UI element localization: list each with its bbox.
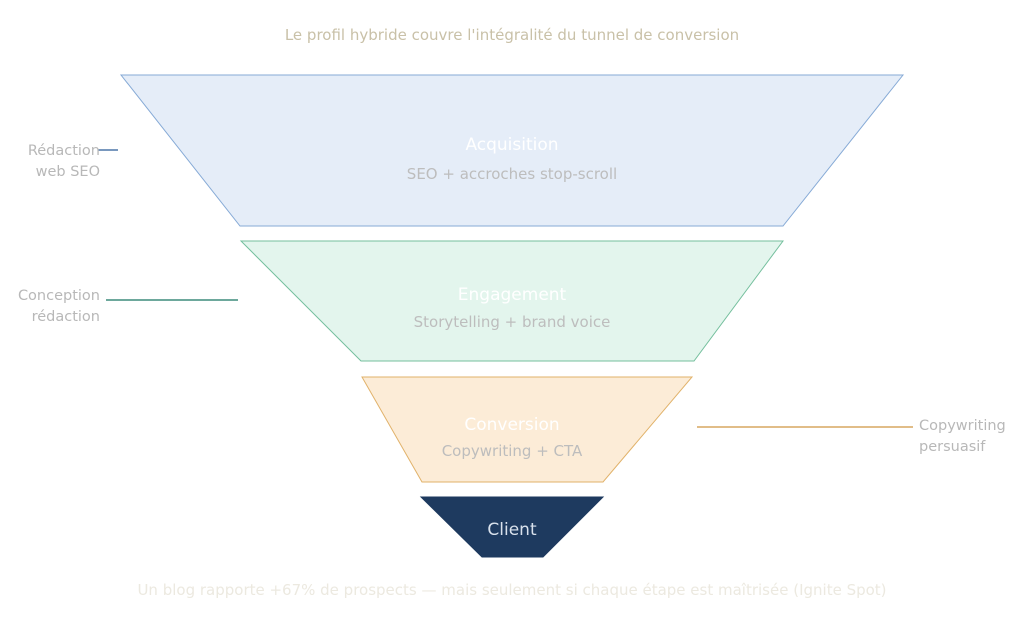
side-label-right-1-line2: persuasif xyxy=(919,439,986,455)
side-label-left-2-line2: rédaction xyxy=(32,309,100,325)
funnel-stage-conversion-subtitle: Copywriting + CTA xyxy=(442,442,583,460)
diagram-title: Le profil hybride couvre l'intégralité d… xyxy=(285,26,739,44)
funnel-stage-client xyxy=(419,496,605,558)
footnote: Un blog rapporte +67% de prospects — mai… xyxy=(137,581,886,599)
funnel-stage-engagement-title: Engagement xyxy=(458,285,567,305)
funnel-stage-engagement-subtitle: Storytelling + brand voice xyxy=(414,313,611,331)
side-label-left-1-line1: Rédaction xyxy=(28,143,100,159)
funnel-stage-acquisition-title: Acquisition xyxy=(465,135,558,155)
side-label-right-1-line1: Copywriting xyxy=(919,418,1006,434)
funnel-stage-conversion xyxy=(361,376,694,483)
funnel-stage-engagement xyxy=(239,240,784,362)
side-label-left-2-line1: Conception xyxy=(18,288,100,304)
funnel-stage-client-title: Client xyxy=(487,520,537,540)
funnel-stage-conversion-title: Conversion xyxy=(464,415,559,435)
side-label-left-1-line2: web SEO xyxy=(36,164,100,180)
funnel-stage-acquisition xyxy=(119,74,905,227)
funnel-stage-acquisition-subtitle: SEO + accroches stop-scroll xyxy=(407,165,617,183)
